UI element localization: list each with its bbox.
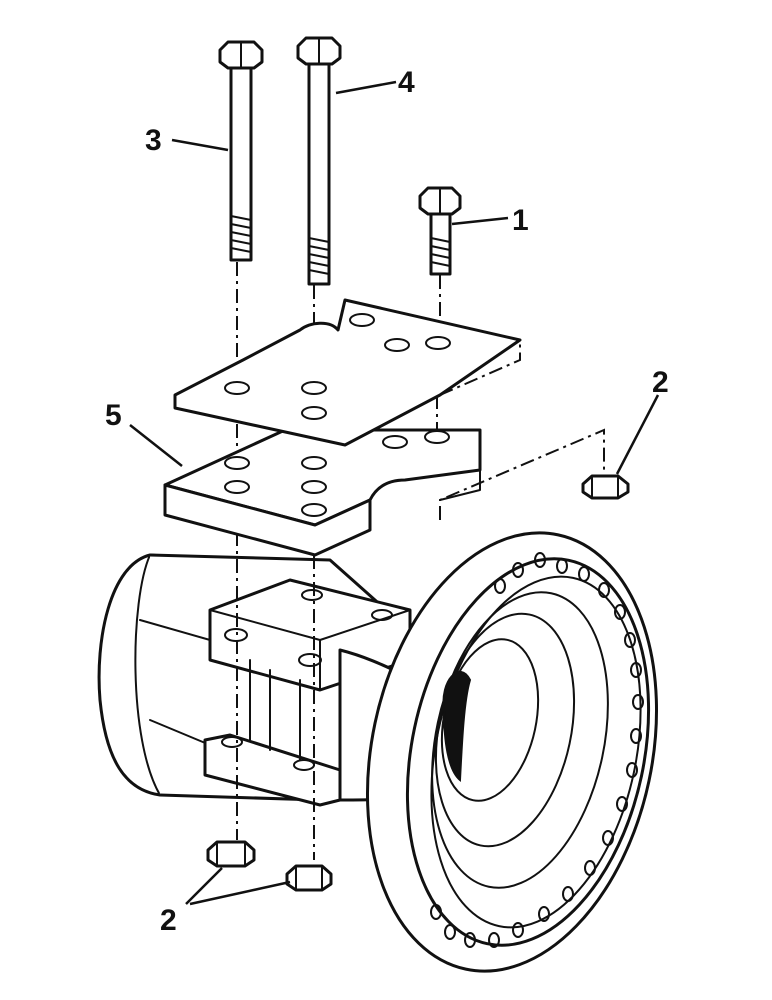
- hub-bolt-circle: [430, 552, 644, 948]
- nut-bottom-left: [206, 840, 256, 868]
- bolt-short: [418, 186, 462, 276]
- spacer-block: [163, 428, 482, 557]
- callout-5: 5: [105, 399, 122, 432]
- callout-4: 4: [398, 66, 415, 99]
- bolt-long-right: [296, 36, 342, 286]
- callout-2-right: 2: [652, 366, 669, 399]
- wheel-hub: [365, 531, 659, 973]
- axle-housing: [97, 553, 442, 807]
- bolt-long-left: [218, 40, 264, 262]
- nut-bottom-right: [285, 864, 333, 892]
- mounting-plate: [173, 298, 522, 447]
- callout-2-bottom: 2: [160, 904, 177, 937]
- nut-right: [581, 474, 630, 500]
- callout-3: 3: [145, 124, 162, 157]
- leader-lines: [129, 80, 660, 906]
- callout-1: 1: [512, 204, 529, 237]
